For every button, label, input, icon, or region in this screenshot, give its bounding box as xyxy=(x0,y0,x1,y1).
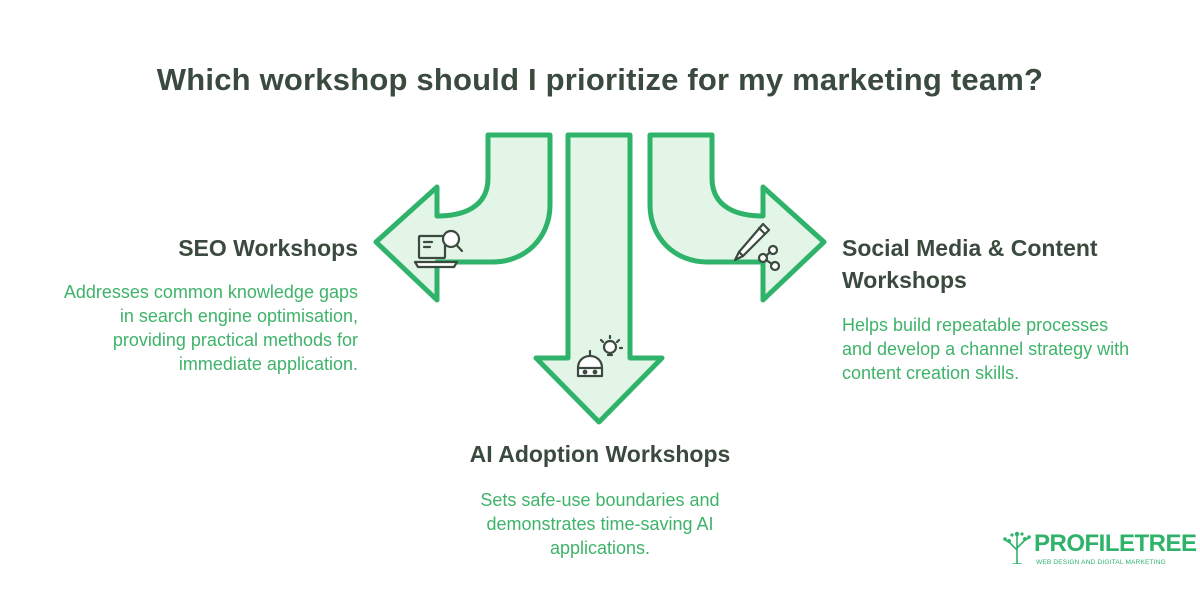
page-title: Which workshop should I prioritize for m… xyxy=(156,62,1044,97)
robot-lightbulb-icon xyxy=(576,334,624,378)
social-heading: Social Media & Content Workshops xyxy=(842,235,1098,293)
arrow-social xyxy=(647,132,827,303)
laptop-magnifier-icon xyxy=(413,229,464,269)
pen-share-icon xyxy=(733,222,781,272)
logo-wordmark: PROFILETREE xyxy=(1034,530,1197,557)
seo-heading: SEO Workshops xyxy=(178,235,358,261)
profiletree-logo: PROFILETREE WEB DESIGN AND DIGITAL MARKE… xyxy=(1002,528,1197,572)
ai-heading: AI Adoption Workshops xyxy=(469,441,731,467)
arrow-ai xyxy=(533,132,665,425)
tree-icon xyxy=(1003,531,1031,564)
logo-tagline: WEB DESIGN AND DIGITAL MARKETING xyxy=(1036,559,1166,566)
ai-description: Sets safe-use boundaries and demonstrate… xyxy=(480,490,720,558)
social-description: Helps build repeatable processes and dev… xyxy=(842,315,1130,383)
arrow-seo xyxy=(373,132,553,303)
seo-description: Addresses common knowledge gaps in searc… xyxy=(63,282,358,374)
